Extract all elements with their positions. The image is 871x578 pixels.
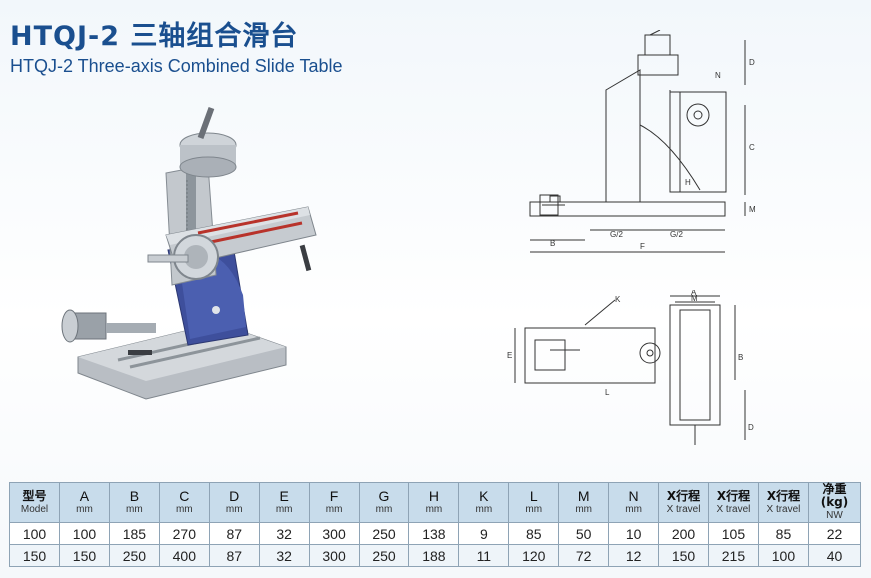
table-cell: 85 xyxy=(508,522,560,545)
table-cell: 32 xyxy=(258,522,310,545)
table-cell: 72 xyxy=(558,544,610,567)
table-cell: 150 xyxy=(9,544,60,567)
side-view-drawing: D N C H M G/2 G/2 F B xyxy=(529,30,756,253)
table-cell: 105 xyxy=(707,522,759,545)
top-view-drawing: A M K E B D L xyxy=(507,290,754,445)
table-cell: 215 xyxy=(707,544,759,567)
table-cell: 22 xyxy=(808,522,861,545)
table-cell: 150 xyxy=(59,544,110,567)
table-cell: 100 xyxy=(757,544,810,567)
table-cell: 40 xyxy=(808,544,861,567)
dim-label-g-left: G/2 xyxy=(610,230,623,239)
dim-label-n: N xyxy=(715,71,721,80)
dim-label-l-top: L xyxy=(605,388,610,397)
table-row: 100 100 185 270 87 32 300 250 138 9 85 5… xyxy=(9,522,861,545)
dim-label-b: B xyxy=(550,239,555,248)
dim-label-g-right: G/2 xyxy=(670,230,683,239)
table-cell: 138 xyxy=(408,522,460,545)
product-photo xyxy=(61,106,317,400)
table-cell: 9 xyxy=(458,522,510,545)
table-cell: 32 xyxy=(258,544,310,567)
column-header: 净重(kg)NW xyxy=(808,482,861,523)
table-cell: 87 xyxy=(208,544,260,567)
table-cell: 185 xyxy=(108,522,160,545)
table-row: 150 150 250 400 87 32 300 250 188 11 120… xyxy=(9,544,861,567)
dim-label-h: H xyxy=(685,178,691,187)
table-cell: 270 xyxy=(158,522,210,545)
table-cell: 11 xyxy=(458,544,510,567)
dim-label-m: M xyxy=(749,205,756,214)
table-cell: 250 xyxy=(108,544,160,567)
dim-label-m-top: M xyxy=(691,294,698,303)
dim-label-d: D xyxy=(749,58,755,67)
table-cell: 100 xyxy=(9,522,60,545)
table-cell: 87 xyxy=(208,522,260,545)
dim-label-c: C xyxy=(749,143,755,152)
table-cell: 85 xyxy=(757,522,810,545)
dim-label-e-top: E xyxy=(507,351,512,360)
table-cell: 300 xyxy=(308,522,360,545)
dim-label-k-top: K xyxy=(615,295,621,304)
table-cell: 200 xyxy=(658,522,709,545)
table-cell: 120 xyxy=(508,544,560,567)
table-cell: 250 xyxy=(358,522,410,545)
dim-label-b-top: B xyxy=(738,353,743,362)
table-cell: 188 xyxy=(408,544,460,567)
table-cell: 100 xyxy=(59,522,110,545)
table-cell: 150 xyxy=(658,544,709,567)
table-cell: 250 xyxy=(358,544,410,567)
table-cell: 50 xyxy=(558,522,610,545)
dim-label-a-top: A xyxy=(691,290,697,297)
table-cell: 10 xyxy=(608,522,660,545)
table-cell: 300 xyxy=(308,544,360,567)
table-cell: 12 xyxy=(608,544,660,567)
table-cell: 400 xyxy=(158,544,210,567)
dim-label-d-top: D xyxy=(748,423,754,432)
page-subtitle: HTQJ-2 Three-axis Combined Slide Table xyxy=(10,56,343,76)
page-title: HTQJ-2 三轴组合滑台 xyxy=(10,21,299,52)
dim-label-f: F xyxy=(640,242,645,251)
